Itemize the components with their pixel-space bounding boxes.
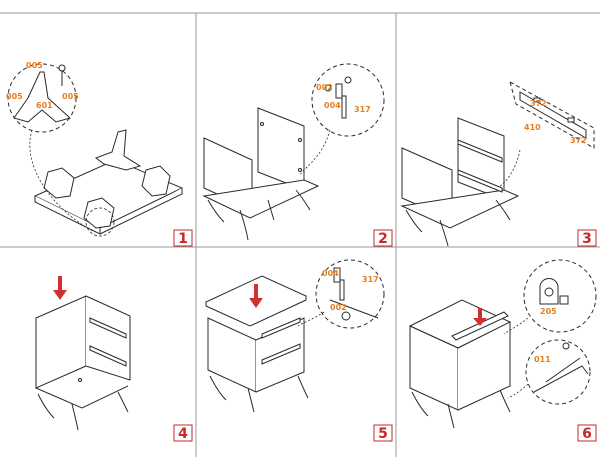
step-3-panel: 372 410 372 3 — [400, 80, 597, 247]
step-6-illustration — [408, 259, 597, 429]
step-6-leader-line — [507, 383, 529, 399]
step-3-illustration — [400, 80, 595, 247]
part-label: 205 — [540, 307, 557, 316]
step-6-panel: 205 011 6 — [408, 259, 597, 442]
part-label: 372 — [570, 136, 587, 145]
step-1-leader-line — [29, 129, 96, 233]
placement-arrow — [473, 308, 487, 326]
step-number: 6 — [582, 426, 592, 442]
part-label: 372 — [530, 99, 547, 108]
step-number: 5 — [378, 426, 388, 442]
step-number-box: 1 — [173, 229, 193, 247]
step-6-leader-line — [503, 317, 529, 335]
part-label: 601 — [36, 101, 53, 110]
step-number-box: 5 — [373, 424, 393, 442]
part-label: 317 — [354, 105, 371, 114]
part-label: 002 — [330, 303, 347, 312]
step-1-illustration — [7, 63, 184, 235]
step-number: 3 — [582, 231, 592, 247]
part-label: 004 — [322, 269, 339, 278]
step-number-box: 2 — [373, 229, 393, 247]
panel-grid — [0, 12, 600, 457]
part-label: 005 — [26, 61, 43, 70]
part-label: 317 — [362, 275, 379, 284]
part-label: 011 — [534, 355, 551, 364]
placement-arrow — [249, 284, 263, 308]
step-1-panel: 005 005 005 601 1 — [6, 61, 193, 247]
step-4-illustration — [35, 295, 131, 431]
step-3-leader-line — [499, 149, 521, 187]
step-5-illustration — [204, 259, 385, 413]
placement-arrow — [53, 276, 67, 300]
step-4-panel: 4 — [35, 276, 193, 442]
step-2-panel: 002 004 317 2 — [202, 63, 393, 247]
step-2-illustration — [202, 63, 385, 241]
part-label: 004 — [324, 101, 341, 110]
part-label: 410 — [524, 123, 541, 132]
step-number: 1 — [178, 231, 188, 247]
step-number-box: 6 — [577, 424, 597, 442]
step-2-detail-callout — [311, 63, 385, 137]
step-5-panel: 004 317 002 5 — [204, 259, 393, 442]
step-5-detail-callout — [315, 259, 385, 329]
step-number-box: 3 — [577, 229, 597, 247]
step-2-leader-line — [299, 129, 331, 177]
part-label: 005 — [62, 92, 79, 101]
step-5-leader-line — [297, 311, 325, 327]
part-label: 002 — [316, 83, 333, 92]
step-number: 2 — [378, 231, 388, 247]
step-number: 4 — [178, 426, 188, 442]
part-label: 005 — [6, 92, 23, 101]
step-1-target-ring — [85, 207, 115, 237]
step-number-box: 4 — [173, 424, 193, 442]
